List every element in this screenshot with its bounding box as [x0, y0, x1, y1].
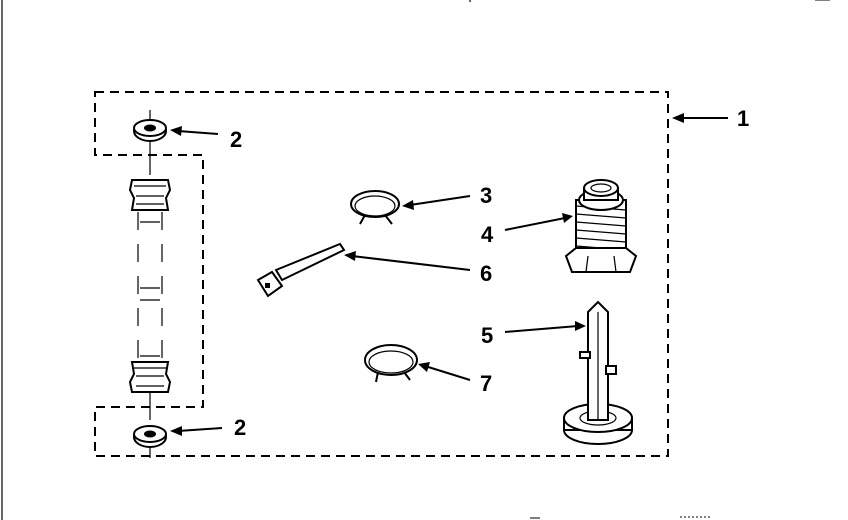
kit-boundary [94, 91, 669, 457]
callout-label-2-top: 2 [230, 127, 242, 152]
callout-label-1: 1 [737, 106, 749, 131]
callout-label-3: 3 [480, 183, 492, 208]
callout-label-4: 4 [481, 222, 494, 247]
callout-label-6: 6 [480, 261, 492, 286]
callout-foot: 4 [481, 213, 573, 247]
callout-label-2-bottom: 2 [234, 415, 246, 440]
callout-clamp-large: 7 [418, 362, 492, 396]
scan-artifacts [530, 0, 830, 519]
callout-kit: 1 [672, 106, 749, 131]
callout-label-7: 7 [480, 371, 492, 396]
leveling-foot [564, 179, 638, 273]
callout-label-5: 5 [481, 323, 493, 348]
callout-leg: 5 [481, 321, 586, 348]
fill-hose [128, 152, 172, 420]
clamp-small [350, 190, 400, 225]
leg-post [563, 300, 633, 445]
cable-tie [256, 242, 346, 298]
callout-clamp-small: 3 [402, 183, 492, 210]
callout-washer-bottom: 2 [170, 415, 246, 440]
washer-bottom [133, 425, 167, 458]
callout-cable-tie: 6 [344, 251, 492, 286]
washer-top [133, 110, 167, 152]
callout-washer-top: 2 [170, 126, 242, 152]
clamp-large [364, 344, 418, 383]
